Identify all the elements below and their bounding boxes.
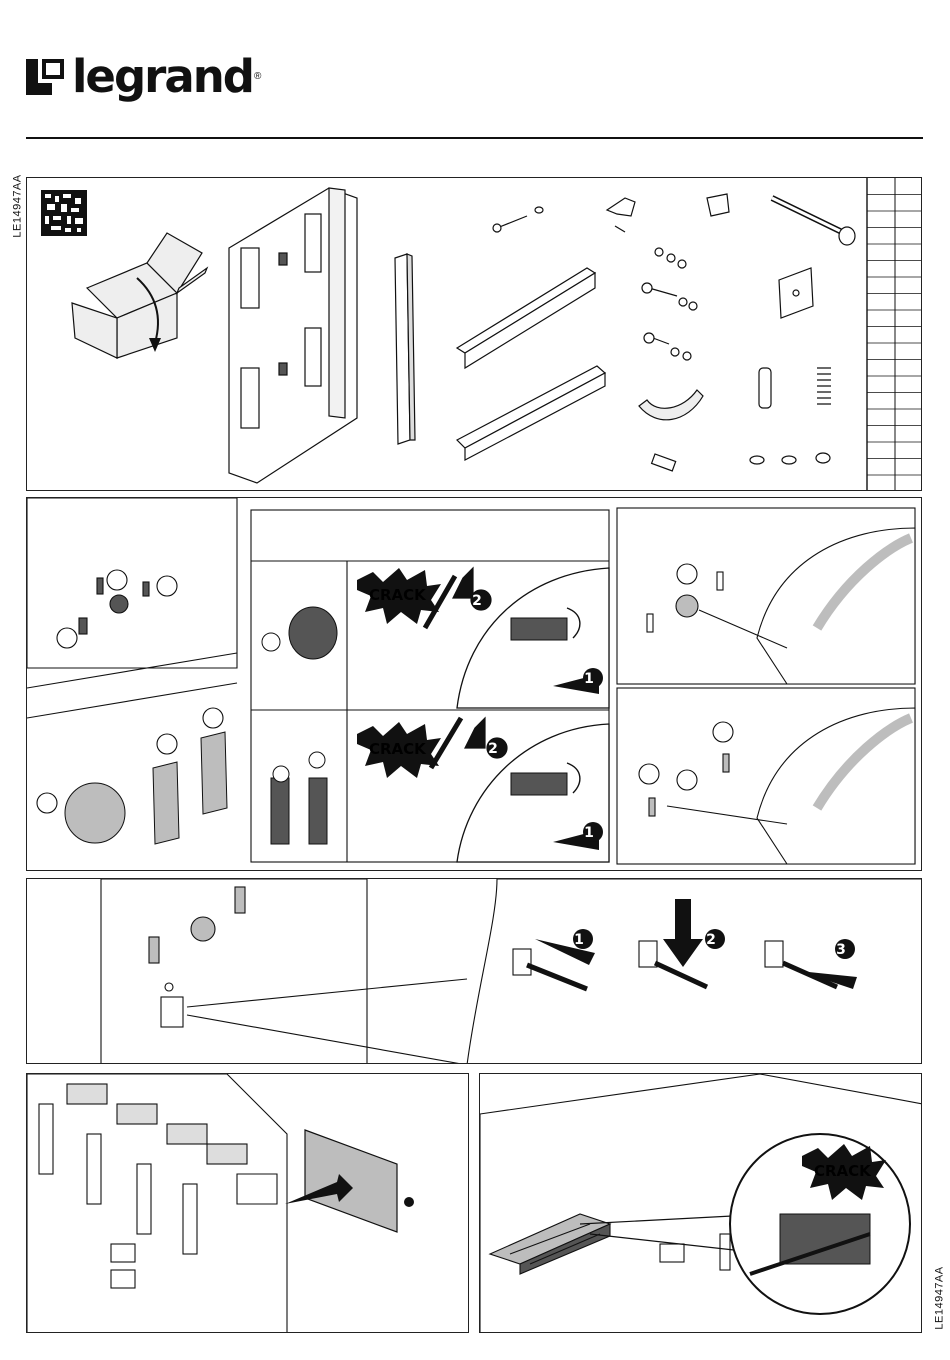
knockout-detail-top <box>617 508 915 684</box>
knockout-detail-bottom <box>617 688 915 864</box>
datamatrix-code-icon <box>41 190 87 236</box>
cover-plate-gray <box>305 1130 397 1232</box>
step-number-1b: 1 <box>584 825 594 841</box>
clip-part-icon <box>639 390 703 471</box>
checklist-grid <box>867 178 895 491</box>
filter-knockout-drawing: CRACK <box>480 1074 922 1333</box>
crack-label-2: CRACK <box>369 740 427 758</box>
spacer-icon <box>759 368 771 408</box>
crack-label-3: CRACK <box>814 1162 872 1180</box>
header-divider <box>26 137 923 139</box>
callout-circle <box>57 628 77 648</box>
package-contents-panel <box>26 177 922 491</box>
legrand-logo: legrand ® <box>24 44 261 108</box>
latch-release-drawing: 1 2 3 <box>27 879 922 1064</box>
step-number-3: 3 <box>836 942 846 958</box>
step-number-1a: 1 <box>584 671 594 687</box>
knockout-rect-gray-1 <box>153 762 179 844</box>
cross-bar-lower <box>457 366 605 460</box>
callout-circle <box>37 793 57 813</box>
step-number-2c: 2 <box>706 932 716 948</box>
step-number-1c: 1 <box>574 932 584 948</box>
bracket-part-icon <box>607 194 729 232</box>
callout-circle <box>157 576 177 596</box>
nuts-and-washers <box>642 248 697 360</box>
package-contents-drawing <box>27 178 922 491</box>
callout-circle <box>203 708 223 728</box>
crack-label-1: CRACK <box>369 586 427 604</box>
knockout-removal-panel: CRACK CRACK 2 2 <box>26 497 922 871</box>
cross-bar-upper <box>457 268 595 368</box>
knockout-removal-drawing: CRACK CRACK 2 2 <box>27 498 922 871</box>
legrand-logo-mark-icon <box>24 55 66 97</box>
spring-icon <box>817 368 831 404</box>
cover-plate-panel <box>26 1073 469 1333</box>
open-box-icon <box>72 233 207 358</box>
knockout-rect-dark-2 <box>309 778 327 844</box>
step-number-2b: 2 <box>488 741 498 757</box>
latch-release-panel: 1 2 3 <box>26 878 922 1064</box>
enclosure-iso-left <box>27 498 237 718</box>
vertical-upright <box>395 254 415 444</box>
callout-circle <box>157 734 177 754</box>
long-bolt-icon <box>772 198 855 245</box>
registered-mark: ® <box>254 71 261 82</box>
document-reference-right: LE14947AA <box>934 1266 946 1329</box>
knockout-rect-dark-1 <box>271 778 289 844</box>
square-washer-icon <box>779 268 813 318</box>
knockout-round-dark <box>289 607 337 659</box>
mounting-plate <box>229 188 357 483</box>
callout-circle <box>107 570 127 590</box>
screw-small-icon <box>493 207 543 232</box>
small-washers <box>750 453 830 464</box>
filter-knockout-panel: CRACK <box>479 1073 922 1333</box>
document-reference-left: LE14947AA <box>12 174 24 237</box>
cover-plate-drawing <box>27 1074 469 1333</box>
knockout-round-gray <box>65 783 125 843</box>
brand-name: legrand <box>72 54 253 99</box>
step-number-2a: 2 <box>472 593 482 609</box>
knockout-rect-gray-2 <box>201 732 227 814</box>
